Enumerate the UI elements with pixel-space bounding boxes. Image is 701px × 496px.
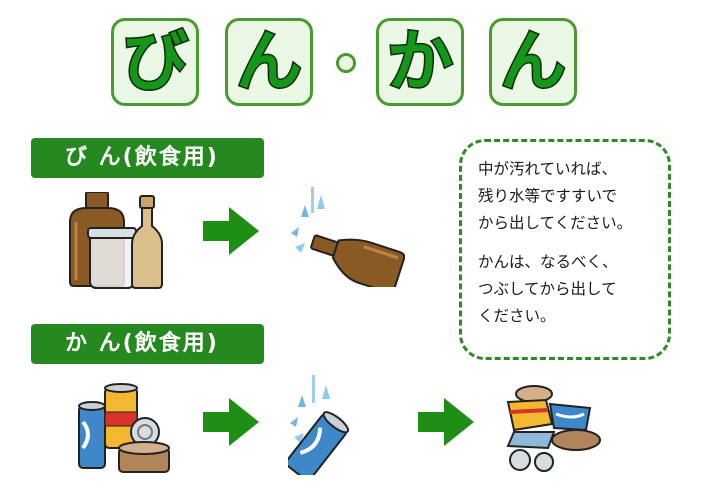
crushed-cans-icon xyxy=(506,385,601,472)
note-line: つぶしてから出して xyxy=(478,280,617,298)
right-arrow-icon xyxy=(203,398,259,446)
note-line: 残り水等ですすいで xyxy=(478,187,618,205)
title-separator-dot xyxy=(336,53,356,73)
note-line: ください。 xyxy=(478,307,556,325)
right-arrow-icon xyxy=(418,398,474,446)
title-char: か xyxy=(386,23,455,100)
section-label-bottles: び ん(飲食用) xyxy=(31,138,264,178)
note-line: から出してください。 xyxy=(478,214,633,232)
rinse-bottle-icon xyxy=(291,187,405,287)
note-line: かんは、なるべく、 xyxy=(478,253,618,271)
title-tile-2: ん xyxy=(225,18,313,106)
title-tile-1: び xyxy=(111,18,199,106)
cans-icon xyxy=(78,383,170,473)
title-tile-3: か xyxy=(376,18,464,106)
note-line: 中が汚れていれば、 xyxy=(478,160,618,178)
rinse-can-icon xyxy=(288,375,350,475)
section-label-cans: か ん(飲食用) xyxy=(31,324,264,364)
note-paragraph-1: 中が汚れていれば、 残り水等ですすいで から出してください。 xyxy=(478,156,658,237)
title-char: ん xyxy=(499,23,568,100)
bottles-icon xyxy=(69,192,163,289)
title-char: び xyxy=(121,23,190,100)
right-arrow-icon xyxy=(203,207,259,255)
rinse-instructions-note: 中が汚れていれば、 残り水等ですすいで から出してください。 かんは、なるべく、… xyxy=(459,139,671,360)
title-char: ん xyxy=(235,23,304,100)
page-title: び ん か ん xyxy=(0,0,701,120)
note-paragraph-2: かんは、なるべく、 つぶしてから出して ください。 xyxy=(478,249,658,330)
title-tile-4: ん xyxy=(489,18,577,106)
